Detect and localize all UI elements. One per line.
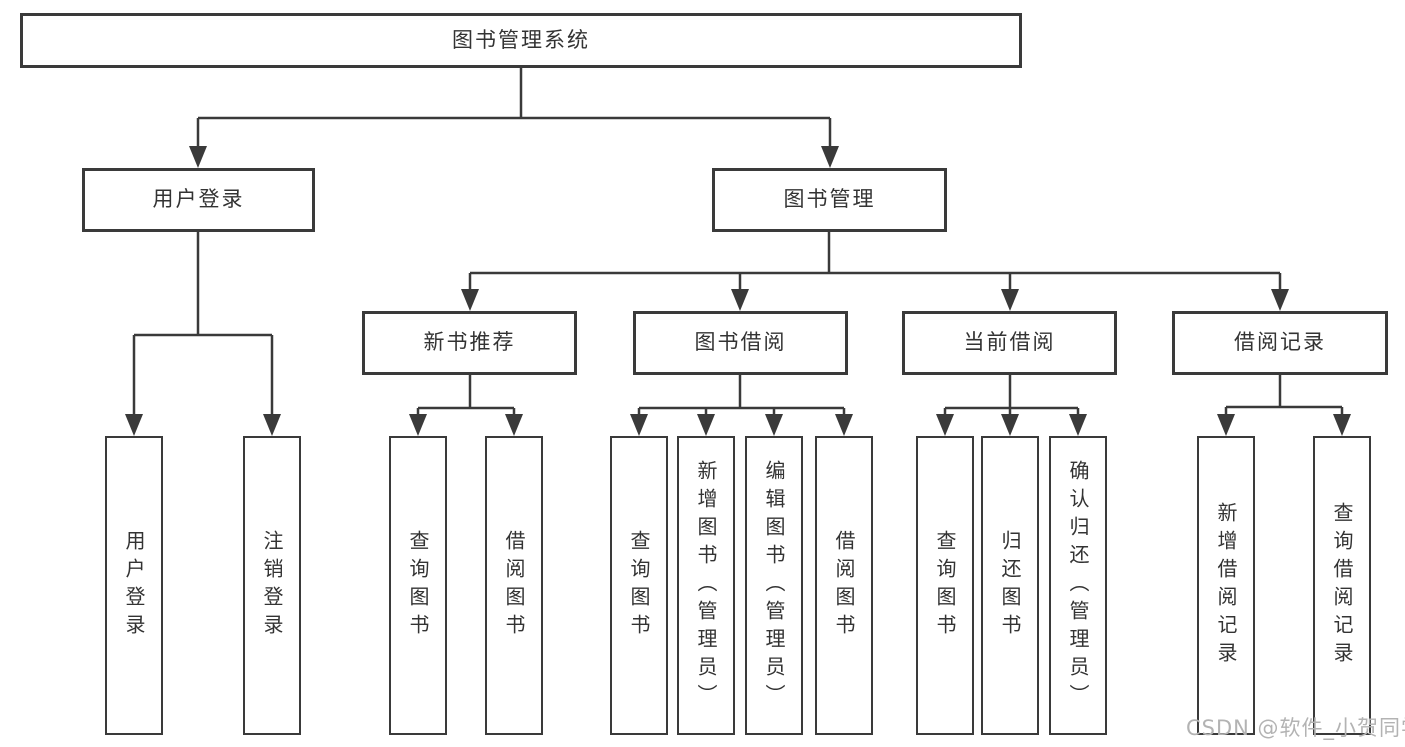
leaf-add-borrow-record-label: 新增借阅记录 (1214, 501, 1238, 670)
node-root: 图书管理系统 (20, 13, 1022, 68)
node-borrow-records: 借阅记录 (1172, 311, 1388, 375)
leaf-confirm-return-admin-label: 确认归还（管理员） (1066, 459, 1090, 712)
node-current-borrowing: 当前借阅 (902, 311, 1117, 375)
leaf-query-books-borrowing: 查询图书 (610, 436, 668, 735)
node-new-book-recommend: 新书推荐 (362, 311, 577, 375)
leaf-query-borrow-record-label: 查询借阅记录 (1330, 501, 1354, 670)
leaf-edit-books-admin-label: 编辑图书（管理员） (762, 459, 786, 712)
connector-borrow-records-children (1217, 375, 1351, 436)
connector-current-borrowing-children (936, 375, 1087, 436)
leaf-query-books-recommend: 查询图书 (389, 436, 447, 735)
leaf-user-login-label: 用户登录 (122, 529, 146, 642)
leaf-user-login: 用户登录 (105, 436, 163, 735)
leaf-add-borrow-record: 新增借阅记录 (1197, 436, 1255, 735)
watermark: CSDN @软件_小贺同学 (1186, 716, 1405, 740)
leaf-borrow-books-borrowing: 借阅图书 (815, 436, 873, 735)
node-book-borrowing: 图书借阅 (633, 311, 848, 375)
leaf-edit-books-admin: 编辑图书（管理员） (745, 436, 803, 735)
leaf-confirm-return-admin: 确认归还（管理员） (1049, 436, 1107, 735)
leaf-borrow-books-recommend-label: 借阅图书 (502, 529, 526, 642)
node-user-login: 用户登录 (82, 168, 315, 232)
leaf-return-books: 归还图书 (981, 436, 1039, 735)
node-book-borrowing-label: 图书借阅 (694, 330, 787, 355)
node-book-management-label: 图书管理 (783, 187, 876, 212)
node-book-management: 图书管理 (712, 168, 947, 232)
leaf-query-books-current-label: 查询图书 (933, 529, 957, 642)
leaf-add-books-admin: 新增图书（管理员） (677, 436, 735, 735)
connector-new-book-recommend-children (409, 375, 523, 436)
leaf-query-books-borrowing-label: 查询图书 (627, 529, 651, 642)
leaf-return-books-label: 归还图书 (998, 529, 1022, 642)
connector-book-management-children (461, 232, 1289, 311)
leaf-borrow-books-recommend: 借阅图书 (485, 436, 543, 735)
node-root-label: 图书管理系统 (452, 27, 590, 52)
connector-book-borrowing-children (630, 375, 853, 436)
node-current-borrowing-label: 当前借阅 (963, 330, 1056, 355)
leaf-logout: 注销登录 (243, 436, 301, 735)
node-user-login-label: 用户登录 (152, 187, 245, 212)
leaf-logout-label: 注销登录 (260, 529, 284, 642)
node-new-book-recommend-label: 新书推荐 (423, 330, 516, 355)
leaf-query-books-current: 查询图书 (916, 436, 974, 735)
connector-user-login-children (125, 232, 281, 436)
connector-root-to-level2 (189, 68, 839, 168)
leaf-add-books-admin-label: 新增图书（管理员） (694, 459, 718, 712)
leaf-borrow-books-borrowing-label: 借阅图书 (832, 529, 856, 642)
node-borrow-records-label: 借阅记录 (1234, 330, 1326, 355)
leaf-query-books-recommend-label: 查询图书 (406, 529, 430, 642)
leaf-query-borrow-record: 查询借阅记录 (1313, 436, 1371, 735)
